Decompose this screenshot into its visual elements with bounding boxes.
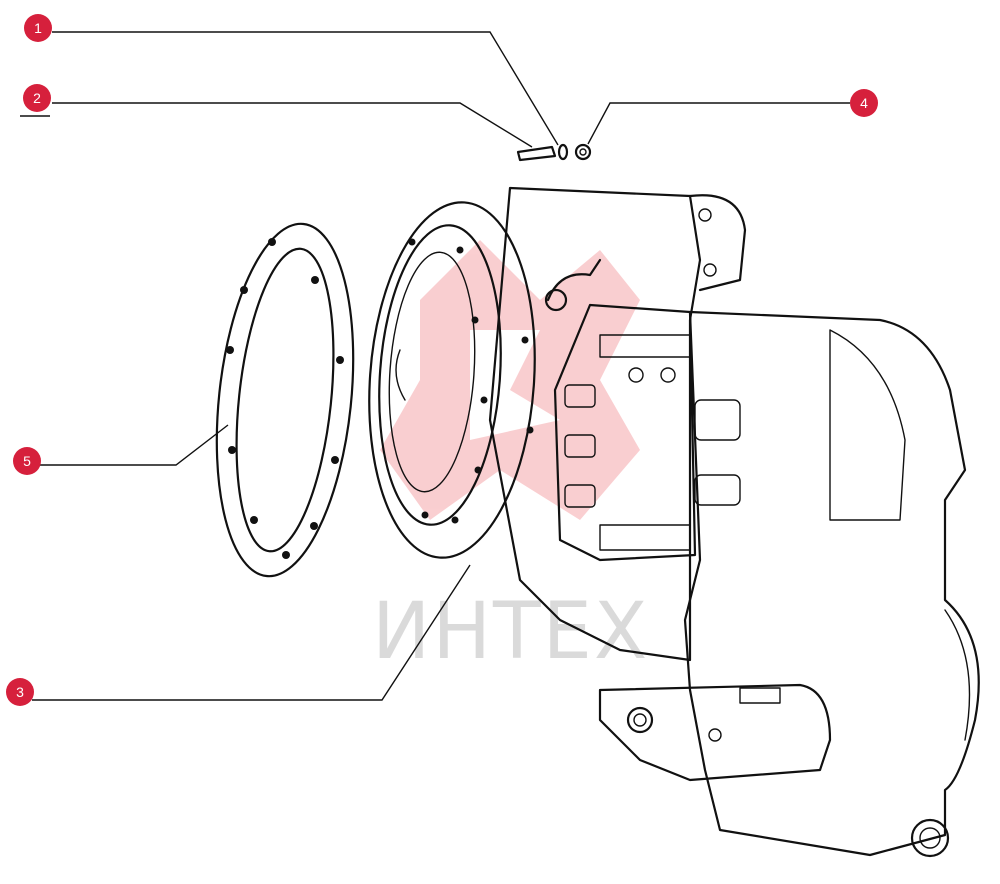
leader-lines: [20, 31, 850, 701]
callout-label: 3: [16, 684, 24, 700]
callout-4: 4: [850, 89, 878, 117]
gasket-ring: [215, 222, 355, 578]
callout-2: 2: [23, 84, 51, 112]
watermark-logo: [380, 240, 640, 520]
callout-marker: [13, 447, 41, 475]
callout-label: 4: [860, 95, 868, 111]
callout-1: 1: [24, 14, 52, 42]
callout-5: 5: [13, 447, 41, 475]
small-parts: [516, 143, 592, 162]
callout-marker: [6, 678, 34, 706]
callout-marker: [850, 89, 878, 117]
callout-marker: [23, 84, 51, 112]
callout-label: 1: [34, 20, 42, 36]
transmission-housing: [368, 186, 980, 858]
callout-label: 2: [33, 90, 41, 106]
callout-marker: [24, 14, 52, 42]
callout-label: 5: [23, 453, 31, 469]
watermark-text: ИНТЕХ: [372, 587, 649, 677]
callout-3: 3: [6, 678, 34, 706]
